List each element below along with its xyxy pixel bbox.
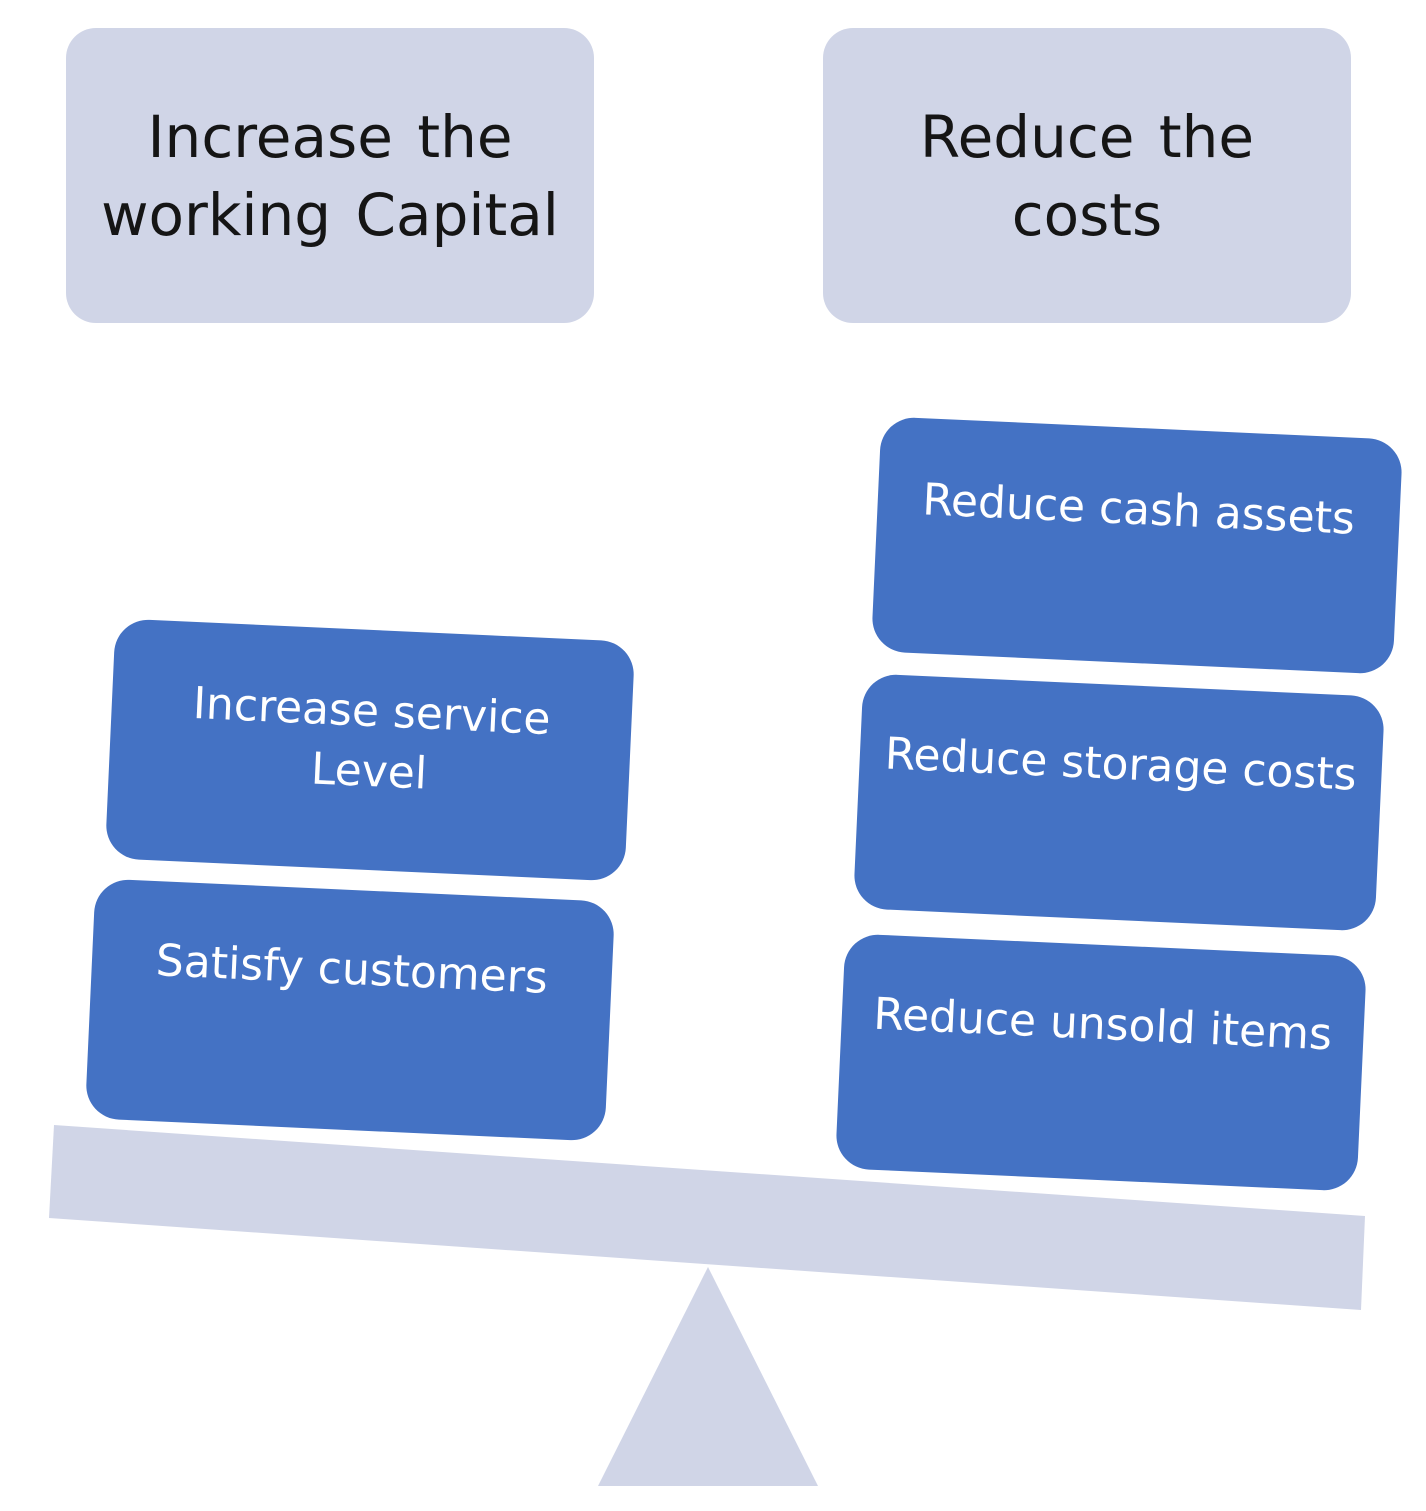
block-reduce-cash-assets: Reduce cash assets — [870, 416, 1404, 675]
block-reduce-storage-costs: Reduce storage costs — [852, 673, 1386, 932]
goal-increase-working-capital: Increase the working Capital — [66, 28, 594, 323]
block-unsold-label: Reduce unsold items — [872, 988, 1334, 1061]
goal-right-line-2: costs — [1011, 180, 1163, 249]
goal-reduce-costs: Reduce the costs — [823, 28, 1351, 323]
block-satisfy-label: Satisfy customers — [154, 935, 549, 1004]
scale-fulcrum — [598, 1267, 818, 1486]
block-satisfy-customers: Satisfy customers — [84, 878, 616, 1142]
block-reduce-unsold-items: Reduce unsold items — [834, 933, 1368, 1192]
block-cash-label: Reduce cash assets — [921, 474, 1356, 545]
goal-right-line-1: Reduce the — [919, 102, 1255, 171]
goal-left-line-1: Increase the — [147, 102, 513, 171]
scale-beam — [49, 1125, 1365, 1310]
goal-left-line-2: working Capital — [101, 180, 559, 249]
block-storage-label: Reduce storage costs — [883, 728, 1358, 801]
block-increase-service-level: Increase service Level — [104, 618, 636, 882]
